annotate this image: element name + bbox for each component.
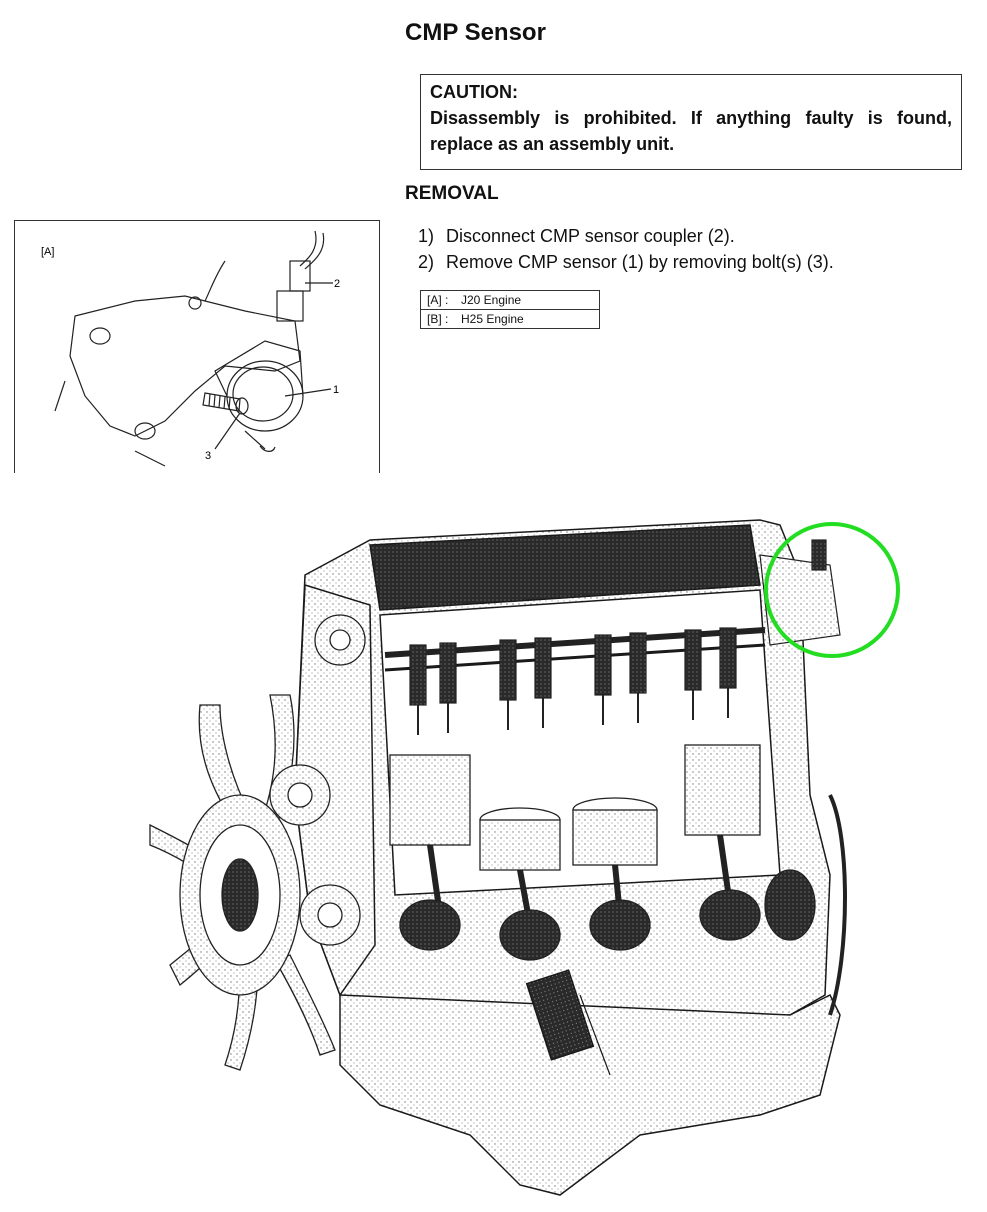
engine-drawing — [149, 519, 900, 1196]
callout-1: 1 — [333, 384, 339, 396]
legend-label: J20 Engine — [461, 293, 522, 307]
valvetrain — [409, 627, 737, 735]
engine-legend-table: [A] : J20 Engine [B] : H25 Engine — [420, 290, 600, 329]
diagram-label: [A] — [41, 246, 54, 258]
legend-row: [B] : H25 Engine — [420, 309, 600, 329]
step-number: 2) — [418, 252, 435, 272]
caution-text: Disassembly is prohibited. If anything f… — [430, 108, 952, 154]
legend-cell: [A] : J20 Engine — [420, 290, 600, 310]
legend-row: [A] : J20 Engine — [420, 290, 600, 310]
fan — [149, 694, 336, 1071]
cmp-sensor-diagram: [A] — [14, 220, 380, 473]
cmp-sensor-highlight-circle — [764, 522, 900, 658]
cmp-sensor-illustration: [A] — [41, 230, 340, 467]
removal-heading: REMOVAL — [405, 183, 499, 204]
step-text: Disconnect CMP sensor coupler (2). — [446, 226, 735, 246]
engine-cutaway-illustration — [140, 495, 980, 1205]
caution-heading: CAUTION: — [430, 82, 518, 102]
legend-code: [A] : — [427, 293, 449, 307]
page-title: CMP Sensor — [405, 19, 546, 46]
step-number: 1) — [418, 226, 435, 246]
removal-step: 1) Disconnect CMP sensor coupler (2). — [418, 226, 735, 247]
legend-code: [B] : — [427, 312, 449, 326]
step-text: Remove CMP sensor (1) by removing bolt(s… — [446, 252, 834, 272]
legend-label: H25 Engine — [461, 312, 524, 326]
caution-box: CAUTION: Disassembly is prohibited. If a… — [420, 74, 962, 170]
oil-pan — [339, 969, 841, 1196]
callout-2: 2 — [334, 278, 340, 290]
cmp-sensor-location — [759, 539, 841, 646]
callout-3: 3 — [205, 450, 211, 462]
flywheel-edge — [828, 794, 847, 1016]
pistons — [389, 744, 761, 926]
timing-pulleys — [269, 614, 366, 946]
crankshaft — [399, 869, 816, 961]
removal-step: 2) Remove CMP sensor (1) by removing bolt… — [418, 252, 834, 273]
sensor-drawing — [54, 230, 333, 467]
legend-cell: [B] : H25 Engine — [420, 309, 600, 329]
